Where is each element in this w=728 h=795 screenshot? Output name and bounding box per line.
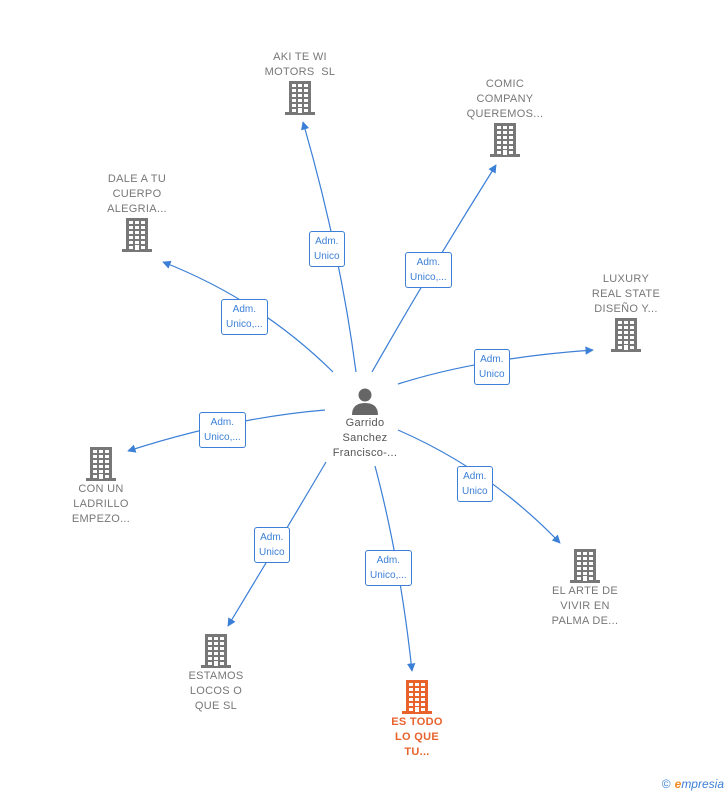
role-label-aki[interactable]: Adm. Unico (309, 231, 345, 267)
role-label-estodo[interactable]: Adm. Unico,... (365, 550, 412, 586)
role-label-ladrillo[interactable]: Adm. Unico,... (199, 412, 246, 448)
company-name: COMIC COMPANY QUEREMOS... (466, 78, 544, 120)
building-icon (285, 81, 315, 115)
role-label-dale[interactable]: Adm. Unico,... (221, 299, 268, 335)
company-arte[interactable]: EL ARTE DE VIVIR EN PALMA DE... (535, 548, 635, 629)
company-name: EL ARTE DE VIVIR EN PALMA DE... (551, 585, 619, 627)
company-name: DALE A TU CUERPO ALEGRIA... (107, 173, 167, 215)
building-icon (86, 447, 116, 481)
role-label-luxury[interactable]: Adm. Unico (474, 349, 510, 385)
company-dale[interactable]: DALE A TU CUERPO ALEGRIA... (87, 172, 187, 253)
building-icon (570, 549, 600, 583)
brand-initial: e (674, 777, 682, 791)
building-icon (402, 680, 432, 714)
company-ladrillo[interactable]: CON UN LADRILLO EMPEZO... (51, 446, 151, 527)
brand-name: mpresia (681, 777, 724, 791)
company-comic[interactable]: COMIC COMPANY QUEREMOS... (455, 77, 555, 158)
brand-logo: ©empresia (662, 777, 724, 791)
company-luxury[interactable]: LUXURY REAL STATE DISEÑO Y... (576, 272, 676, 353)
role-label-estamos[interactable]: Adm. Unico (254, 527, 290, 563)
company-name: AKI TE WI MOTORS SL (264, 51, 336, 78)
role-label-comic[interactable]: Adm. Unico,... (405, 252, 452, 288)
building-icon (490, 123, 520, 157)
company-aki[interactable]: AKI TE WI MOTORS SL (250, 50, 350, 116)
building-icon (122, 218, 152, 252)
company-name: CON UN LADRILLO EMPEZO... (71, 483, 131, 525)
copyright-symbol: © (661, 777, 671, 791)
person-name: Garrido Sanchez Francisco-... (332, 417, 398, 459)
company-name: LUXURY REAL STATE DISEÑO Y... (591, 273, 661, 315)
role-label-arte[interactable]: Adm. Unico (457, 466, 493, 502)
center-person[interactable]: Garrido Sanchez Francisco-... (315, 386, 415, 461)
company-name: ESTAMOS LOCOS O QUE SL (188, 670, 244, 712)
building-icon (611, 318, 641, 352)
person-icon (352, 388, 378, 415)
company-estamos[interactable]: ESTAMOS LOCOS O QUE SL (166, 633, 266, 714)
company-estodo[interactable]: ES TODO LO QUE TU... (367, 679, 467, 760)
building-icon (201, 634, 231, 668)
company-name: ES TODO LO QUE TU... (391, 716, 443, 758)
